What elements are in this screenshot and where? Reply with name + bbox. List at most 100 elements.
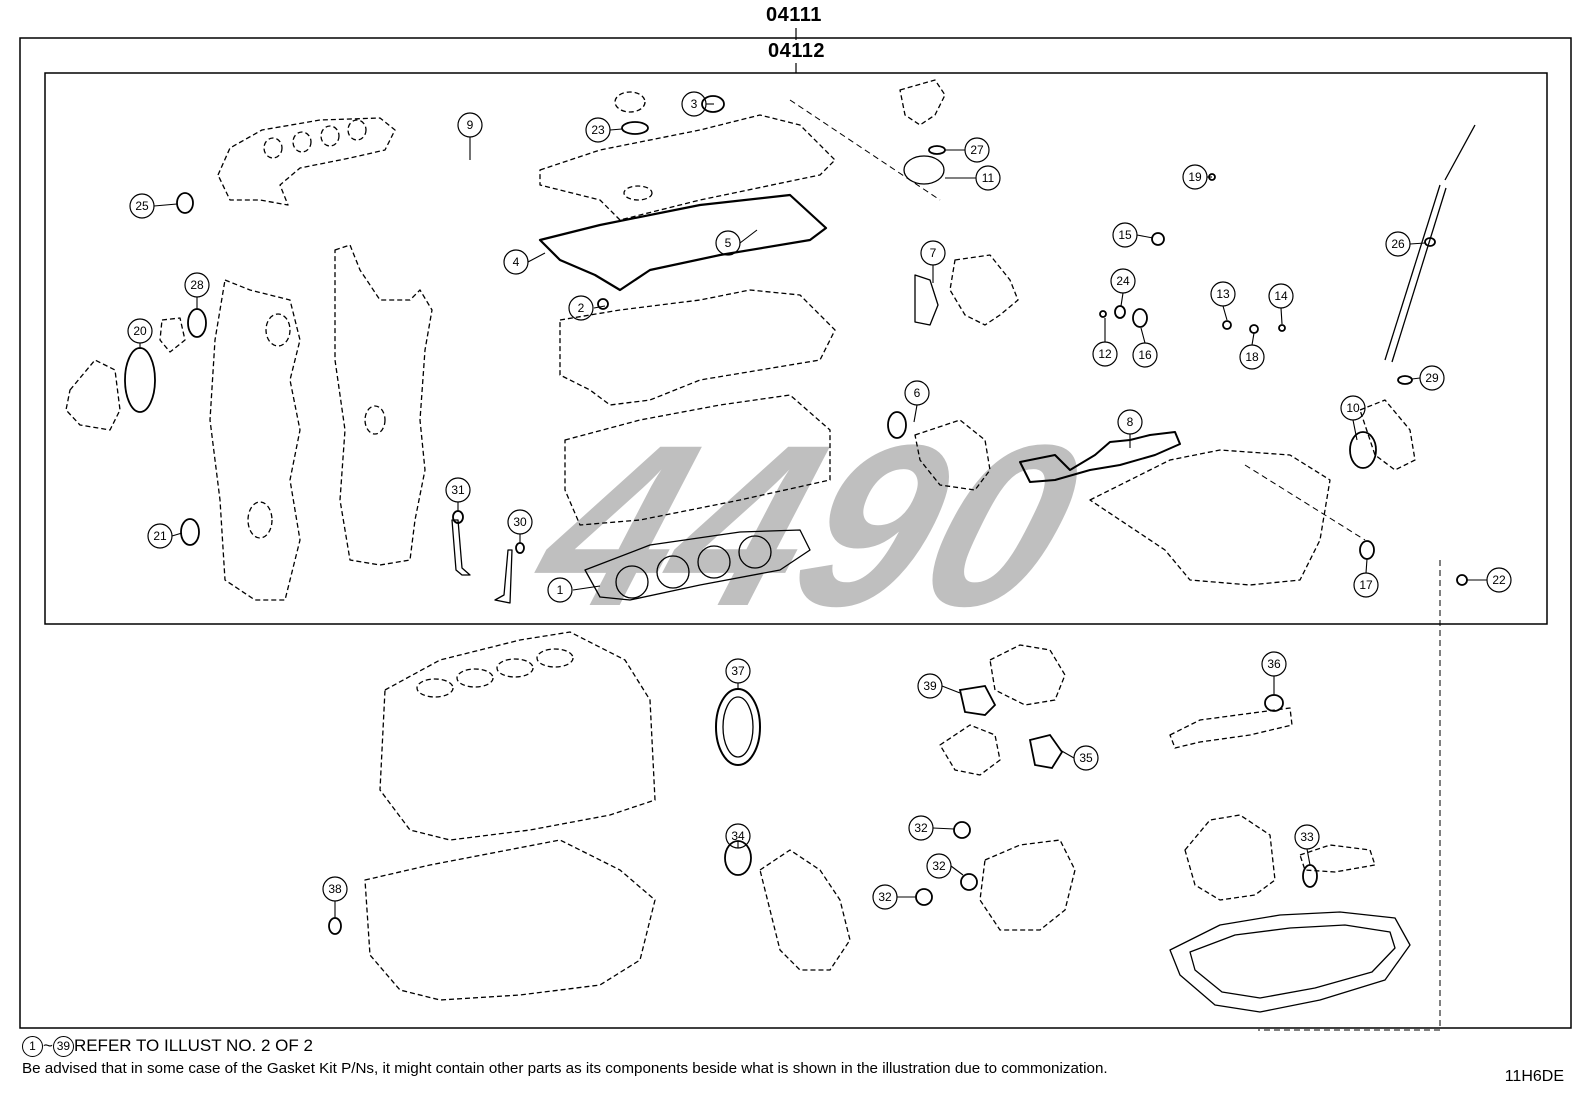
oil-dipstick — [1444, 124, 1476, 181]
gasket-o-ring — [1359, 540, 1375, 560]
plug-bolt — [1222, 320, 1232, 330]
dipstick-tube — [1391, 187, 1447, 363]
leader — [1306, 848, 1311, 866]
oil-filter-bracket — [979, 839, 1076, 931]
gasket-o-ring — [1151, 232, 1165, 246]
egr-cooler — [989, 644, 1066, 706]
block-bore — [496, 658, 534, 678]
leader — [153, 203, 178, 207]
callout-label: 38 — [328, 882, 342, 896]
crankcase — [364, 839, 656, 1001]
oil-pump — [759, 849, 851, 971]
timing-cover-inner — [334, 244, 433, 566]
egr-gasket — [903, 155, 945, 185]
watermark: 4490 — [508, 397, 1107, 654]
callout-label: 32 — [932, 859, 946, 873]
callout-label: 17 — [1359, 578, 1373, 592]
callout-label: 9 — [467, 118, 474, 132]
bracket-small — [159, 317, 186, 353]
block-bore — [536, 648, 574, 668]
bore — [738, 535, 772, 569]
leader — [913, 404, 918, 423]
gasket-o-ring — [1264, 694, 1284, 712]
leader — [1251, 332, 1255, 346]
rear-oil-seal-inner — [722, 696, 754, 758]
gasket-plate — [958, 685, 997, 716]
water-pump — [65, 359, 121, 431]
manifold-port — [320, 125, 340, 147]
callout-label: 32 — [878, 890, 892, 904]
callout-label: 3 — [691, 97, 698, 111]
oil-pan — [1169, 911, 1411, 1013]
plug-bolt — [1249, 324, 1259, 334]
exhaust-manifold — [217, 117, 396, 206]
gasket-o-ring — [124, 347, 156, 413]
manifold-port — [347, 119, 367, 141]
leader-lines — [139, 103, 1487, 918]
range-start-callout: 1 — [22, 1036, 43, 1058]
leader — [527, 252, 546, 263]
leader — [171, 532, 183, 537]
thermostat-housing — [949, 254, 1019, 326]
gasket-o-ring — [1349, 431, 1377, 469]
callout-label: 34 — [731, 829, 745, 843]
gasket-o-ring — [187, 308, 207, 338]
callout-label: 36 — [1267, 657, 1281, 671]
oil-pan-inner — [1189, 924, 1396, 999]
cover-opening — [247, 501, 273, 539]
leader — [1280, 307, 1283, 325]
callout-label: 8 — [1127, 415, 1134, 429]
gasket-o-ring — [1424, 237, 1436, 247]
callout-label: 22 — [1492, 573, 1506, 587]
gasket-o-ring — [960, 873, 978, 891]
range-separator: ~ — [43, 1036, 53, 1055]
cylinder-head-gasket — [584, 529, 811, 601]
leader — [609, 128, 623, 131]
water-inlet — [1359, 399, 1416, 471]
callout-label: 37 — [731, 664, 745, 678]
gasket-o-ring — [1132, 308, 1148, 328]
oil-filter-pipe — [1299, 844, 1376, 873]
callout-label: 21 — [153, 529, 167, 543]
dipstick-tube — [1384, 184, 1441, 361]
callout-label: 19 — [1188, 170, 1202, 184]
callout-label: 11 — [982, 171, 995, 185]
thermostat-gasket — [914, 274, 939, 326]
gasket-o-ring — [953, 821, 971, 839]
callout-label: 32 — [914, 821, 928, 835]
callouts: 1 2 3 4 5 6 7 8 9 10 11 12 13 14 15 16 1… — [127, 91, 1512, 910]
cover-opening — [364, 405, 386, 435]
callout-label: 35 — [1079, 751, 1093, 765]
leader — [1059, 749, 1075, 759]
callout-label: 28 — [190, 278, 204, 292]
gasket-o-ring — [915, 888, 933, 906]
callout-label: 4 — [513, 255, 520, 269]
outer-kit-number: 04111 — [766, 4, 822, 26]
gasket-plate — [1028, 733, 1064, 769]
gasket-o-ring — [328, 917, 342, 935]
reference-lines — [789, 99, 1441, 1031]
filler-cap — [614, 91, 646, 113]
inner-kit-number: 04112 — [766, 40, 828, 63]
illustration-code: 11H6DE — [1504, 1068, 1564, 1085]
plug-bolt — [1278, 324, 1286, 332]
block-bore — [456, 668, 494, 688]
plug-tube-gasket — [701, 95, 725, 113]
callout-label: 5 — [725, 236, 732, 250]
intake-manifold — [1089, 449, 1331, 586]
leader — [1136, 234, 1154, 239]
head-cover-gasket — [538, 193, 828, 292]
callout-label: 2 — [578, 301, 585, 315]
reference-text: REFER TO ILLUST NO. 2 OF 2 — [73, 1036, 313, 1055]
callout-label: 16 — [1138, 348, 1152, 362]
gasket-o-ring — [1397, 375, 1413, 385]
leader — [593, 305, 606, 309]
cover-opening — [265, 313, 291, 347]
advisory-note: Be advised that in some case of the Gask… — [22, 1060, 1108, 1077]
leader — [1409, 242, 1426, 245]
egr-pipe — [939, 724, 1001, 776]
callout-label: 20 — [133, 324, 147, 338]
bore — [697, 545, 731, 579]
gasket-o-ring — [1114, 305, 1126, 319]
